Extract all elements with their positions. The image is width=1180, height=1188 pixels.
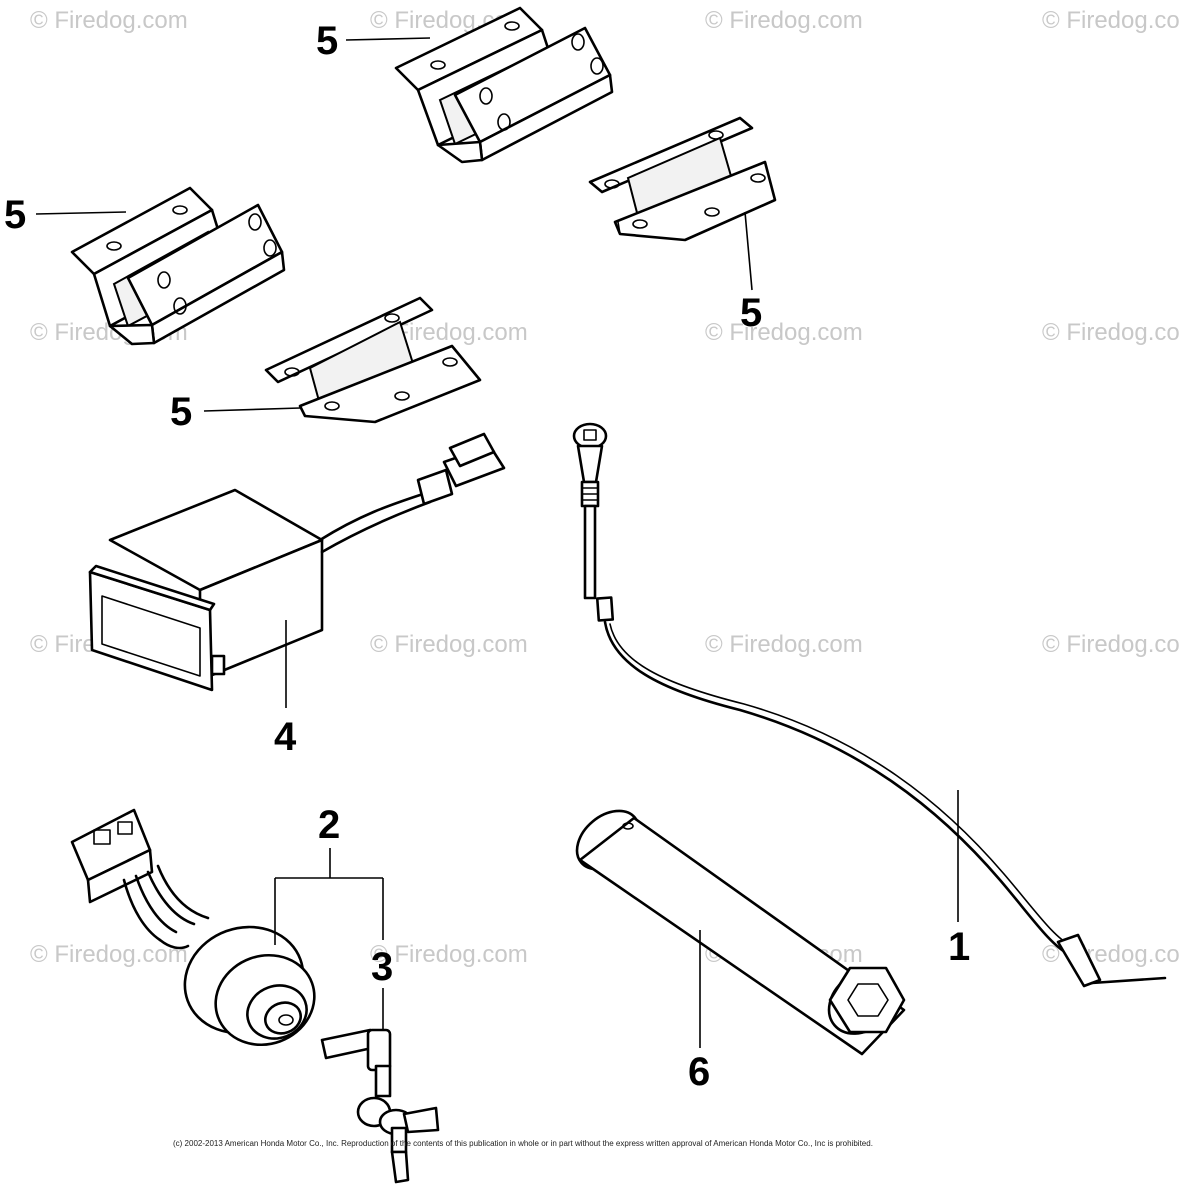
ignition-switch	[70, 808, 316, 1047]
rubber-mount-top	[394, 6, 614, 164]
box-wrench	[575, 809, 906, 1056]
watermark-layer: © Firedog.com © Firedog.com © Firedog.co…	[30, 7, 1180, 968]
watermark: © Firedog.com	[370, 631, 528, 658]
sensor-probe	[572, 422, 1167, 988]
callout-2: 2	[318, 803, 340, 847]
rubber-mount-left	[70, 186, 286, 346]
watermark: © Firedog.com	[705, 319, 863, 346]
unit-tab	[210, 654, 226, 676]
callout-5-right: 5	[740, 291, 762, 335]
watermark: © Firedog.com	[30, 7, 188, 34]
key-set	[320, 1028, 440, 1184]
callout-3: 3	[371, 945, 393, 989]
copyright-notice: (c) 2002-2013 American Honda Motor Co., …	[173, 1139, 873, 1148]
callout-4: 4	[274, 715, 297, 759]
callouts: 5 5 5 5 4 2 3 1 6	[4, 19, 970, 1094]
control-unit	[88, 432, 506, 692]
callout-5-left: 5	[4, 193, 26, 237]
rubber-mount-right	[588, 116, 777, 242]
callout-1: 1	[948, 925, 970, 969]
watermark: © Firedog.com	[705, 7, 863, 34]
watermark: © Firedog.com	[705, 631, 863, 658]
callout-5-middle: 5	[170, 390, 192, 434]
callout-5-top: 5	[316, 19, 338, 63]
watermark: © Firedog.com	[1042, 7, 1180, 34]
callout-6: 6	[688, 1050, 710, 1094]
rubber-mount-middle	[264, 296, 482, 424]
watermark: © Firedog.com	[370, 941, 528, 968]
leader-lines	[35, 37, 959, 1048]
watermark: © Firedog.com	[1042, 631, 1180, 658]
watermark: © Firedog.com	[30, 941, 188, 968]
watermark: © Firedog.com	[1042, 319, 1180, 346]
